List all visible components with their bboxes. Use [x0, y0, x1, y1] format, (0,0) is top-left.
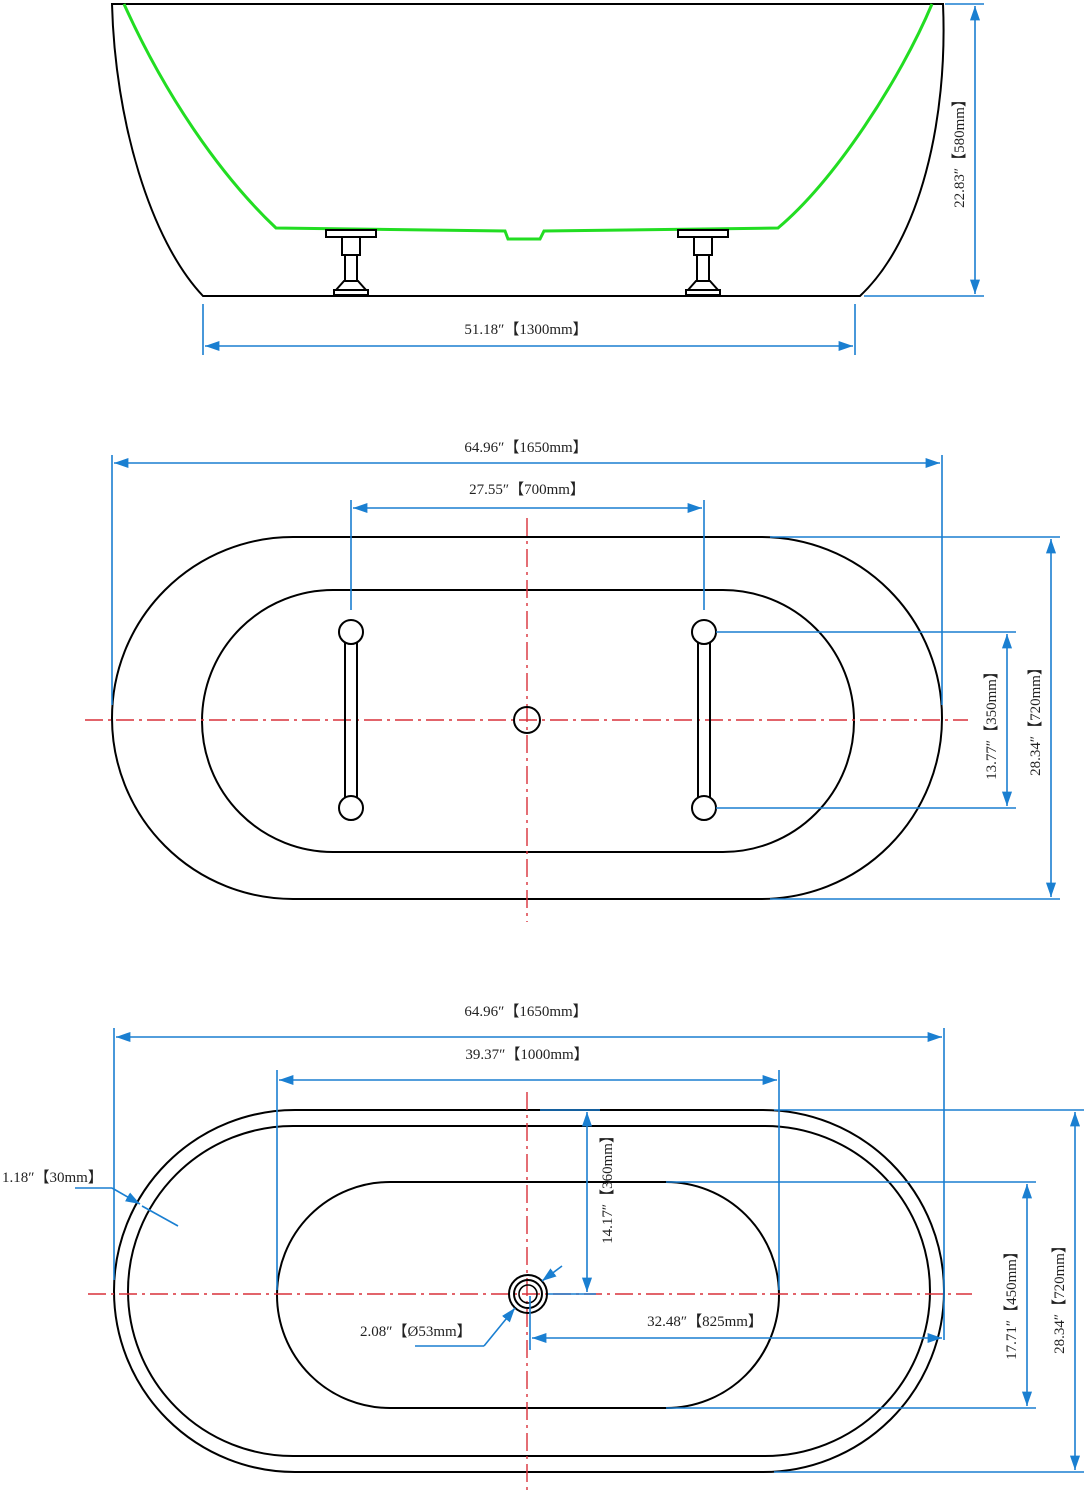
top-view-overall-length-dimension: 64.96″【1650mm】 — [113, 1003, 945, 1340]
top-view-drain-position-label: 32.48″【825mm】 — [647, 1313, 763, 1330]
bottom-view-foot-left — [338, 619, 364, 821]
top-view-inner-length-dimension: 39.37″【1000mm】 — [276, 1046, 780, 1290]
bottom-view-inner-outline — [201, 589, 855, 853]
top-view-drain-offset-dimension: 14.17″【360mm】 — [540, 1109, 616, 1295]
top-view-overall-width-label: 28.34″【720mm】 — [1051, 1238, 1068, 1354]
top-view-drain — [508, 1274, 548, 1314]
bottom-view-foot-right — [691, 619, 717, 821]
side-view-shell-outline — [110, 3, 945, 297]
top-view-basin-outline — [276, 1181, 780, 1409]
bottom-view-overall-width-dimension: 28.34″【720mm】 — [770, 536, 1060, 900]
top-view-drain-position-dimension: 32.48″【825mm】 — [529, 1296, 942, 1350]
top-view-inner-rim-outline — [127, 1125, 931, 1457]
bottom-view-overall-length-dimension: 64.96″【1650mm】 — [111, 439, 943, 705]
top-view-overall-width-dimension: 28.34″【720mm】 — [774, 1109, 1084, 1473]
side-view-inner-profile — [122, 3, 934, 241]
bottom-view-feet-spacing-label: 27.55″【700mm】 — [469, 481, 585, 498]
top-view-rim-dimension: 1.18″【30mm】 — [2, 1169, 179, 1227]
bottom-view: 64.96″【1650mm】 27.55″【700mm】 13.77″【350m… — [85, 439, 1060, 922]
top-view-overall-length-label: 64.96″【1650mm】 — [464, 1003, 587, 1020]
top-view: 64.96″【1650mm】 39.37″【1000mm】 1.18″【30mm… — [2, 1003, 1084, 1495]
bottom-view-drain — [513, 706, 541, 734]
side-view-height-dimension: 22.83″【580mm】 — [864, 3, 984, 297]
top-view-rim-label: 1.18″【30mm】 — [2, 1169, 103, 1186]
side-view-foot-left — [325, 229, 377, 296]
top-view-drain-offset-label: 14.17″【360mm】 — [599, 1128, 616, 1244]
top-view-drain-diameter-dimension: 2.08″【Ø53mm】 — [360, 1265, 563, 1347]
side-view-bottom-length-dimension: 51.18″【1300mm】 — [202, 304, 856, 355]
bottom-view-feet-width-dimension: 13.77″【350mm】 — [716, 631, 1016, 809]
bottom-view-feet-spacing-dimension: 27.55″【700mm】 — [350, 481, 705, 610]
top-view-drain-diameter-label: 2.08″【Ø53mm】 — [360, 1323, 472, 1340]
bottom-view-overall-length-label: 64.96″【1650mm】 — [464, 439, 587, 456]
top-view-inner-width-dimension: 17.71″【450mm】 — [666, 1181, 1036, 1409]
bottom-view-overall-width-label: 28.34″【720mm】 — [1027, 660, 1044, 776]
side-view: 22.83″【580mm】 51.18″【1300mm】 — [110, 3, 984, 355]
top-view-outer-rim-outline — [113, 1109, 945, 1473]
bottom-view-feet-width-label: 13.77″【350mm】 — [983, 664, 1000, 780]
side-view-foot-right — [677, 229, 729, 296]
side-view-bottom-length-label: 51.18″【1300mm】 — [464, 321, 587, 338]
top-view-inner-length-label: 39.37″【1000mm】 — [465, 1046, 588, 1063]
side-view-height-label: 22.83″【580mm】 — [951, 92, 968, 208]
top-view-inner-width-label: 17.71″【450mm】 — [1003, 1244, 1020, 1360]
